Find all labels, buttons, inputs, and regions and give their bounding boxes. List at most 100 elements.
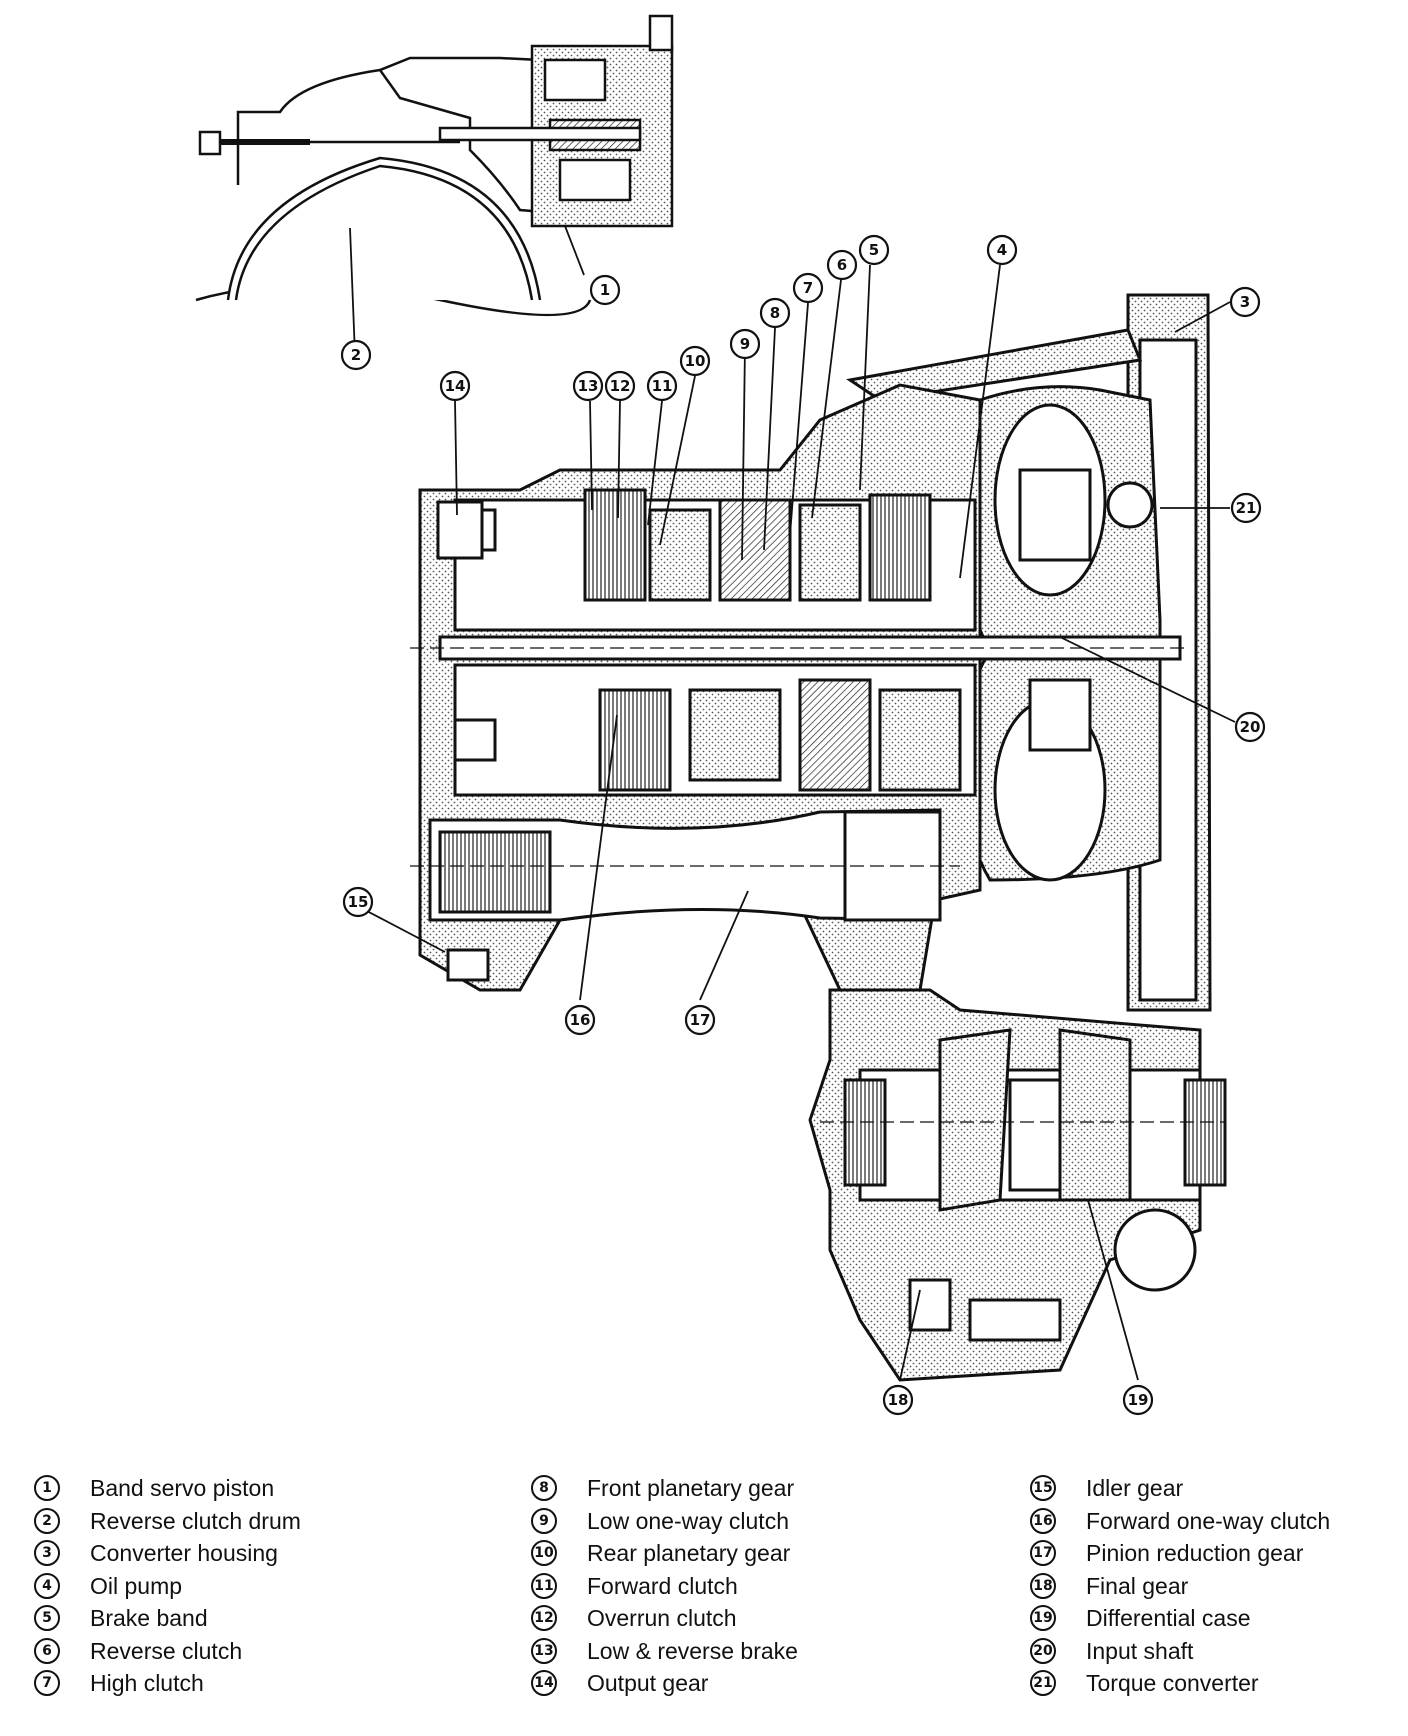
callout-number: 2 [351, 346, 361, 364]
callout-circle [342, 886, 374, 918]
callout-circle [858, 234, 890, 266]
callout-circle [1234, 711, 1266, 743]
legend-item: 21 Torque converter [1030, 1667, 1330, 1700]
callout-circle [792, 272, 824, 304]
legend-label: Torque converter [1086, 1670, 1259, 1696]
callout-number: 4 [997, 241, 1007, 259]
callout-circle [572, 370, 604, 402]
callout-11: 11 [646, 370, 678, 402]
legend-number-badge: 3 [34, 1540, 60, 1567]
legend-number-badge: 6 [34, 1637, 60, 1664]
legend-label: Oil pump [90, 1572, 183, 1599]
callout-number: 15 [348, 893, 369, 911]
legend-number-badge: 21 [1030, 1670, 1056, 1697]
legend-label: Idler gear [1086, 1475, 1184, 1501]
legend-label: Pinion reduction gear [1086, 1540, 1304, 1566]
callout-circle [684, 1004, 716, 1036]
legend-number-badge: 2 [34, 1507, 60, 1534]
callout-4: 4 [986, 234, 1018, 266]
callout-10: 10 [679, 345, 711, 377]
legend-number-badge: 12 [531, 1605, 557, 1632]
legend-item: 14 Output gear [531, 1667, 798, 1700]
legend-number-badge: 13 [531, 1637, 557, 1664]
legend-label: Input shaft [1086, 1637, 1194, 1664]
legend-label: High clutch [90, 1670, 204, 1696]
legend-label: Low one-way clutch [587, 1507, 789, 1534]
callout-8: 8 [759, 297, 791, 329]
callout-circle [826, 249, 858, 281]
legend-number-badge: 20 [1030, 1637, 1056, 1664]
legend-item: 1 Band servo piston [34, 1472, 301, 1505]
callout-circle [1229, 286, 1261, 318]
callout-12: 12 [604, 370, 636, 402]
callout-number: 6 [837, 256, 847, 274]
legend-number-badge: 5 [34, 1605, 60, 1632]
legend-label: Forward clutch [587, 1572, 738, 1599]
callout-number: 14 [445, 377, 466, 395]
legend-label: Output gear [587, 1670, 709, 1696]
legend-number-badge: 11 [531, 1572, 557, 1599]
callout-circle [1230, 492, 1262, 524]
legend-item: 9 Low one-way clutch [531, 1505, 798, 1538]
callout-9: 9 [729, 328, 761, 360]
legend-number-badge: 16 [1030, 1507, 1056, 1534]
callout-20: 20 [1234, 711, 1266, 743]
callout-number: 12 [610, 377, 631, 395]
legend-label: Low & reverse brake [587, 1637, 798, 1664]
legend-item: 17 Pinion reduction gear [1030, 1537, 1330, 1570]
callout-number: 9 [740, 335, 750, 353]
callout-number: 8 [770, 304, 780, 322]
legend-number-badge: 10 [531, 1540, 557, 1567]
callout-15: 15 [342, 886, 374, 918]
callout-circle [882, 1384, 914, 1416]
legend-number-badge: 4 [34, 1572, 60, 1599]
callout-14: 14 [439, 370, 471, 402]
legend-number-badge: 7 [34, 1670, 60, 1697]
callout-13: 13 [572, 370, 604, 402]
callout-18: 18 [882, 1384, 914, 1416]
legend-number-badge: 14 [531, 1670, 557, 1697]
legend-label: Converter housing [90, 1540, 278, 1566]
callout-circle [589, 274, 621, 306]
callout-16: 16 [564, 1004, 596, 1036]
legend-label: Differential case [1086, 1605, 1251, 1631]
callout-6: 6 [826, 249, 858, 281]
legend-item: 2 Reverse clutch drum [34, 1505, 301, 1538]
legend-item: 10 Rear planetary gear [531, 1537, 798, 1570]
legend-item: 3 Converter housing [34, 1537, 301, 1570]
callout-number: 11 [652, 377, 673, 395]
callout-17: 17 [684, 1004, 716, 1036]
legend-item: 16 Forward one-way clutch [1030, 1505, 1330, 1538]
legend-label: Reverse clutch drum [90, 1507, 301, 1534]
callout-7: 7 [792, 272, 824, 304]
callout-19: 19 [1122, 1384, 1154, 1416]
legend-label: Final gear [1086, 1572, 1189, 1599]
legend-item: 19 Differential case [1030, 1602, 1330, 1635]
legend-item: 12 Overrun clutch [531, 1602, 798, 1635]
legend-label: Rear planetary gear [587, 1540, 791, 1566]
callout-number: 18 [888, 1391, 909, 1409]
legend-number-badge: 1 [34, 1475, 60, 1502]
legend-number-badge: 17 [1030, 1540, 1056, 1567]
legend-number-badge: 19 [1030, 1605, 1056, 1632]
callout-circle [1122, 1384, 1154, 1416]
callout-circle [759, 297, 791, 329]
callout-5: 5 [858, 234, 890, 266]
legend-item: 11 Forward clutch [531, 1570, 798, 1603]
callout-number: 7 [803, 279, 813, 297]
legend-item: 20 Input shaft [1030, 1635, 1330, 1668]
legend-label: Forward one-way clutch [1086, 1507, 1331, 1534]
callout-number: 16 [570, 1011, 591, 1029]
legend-label: Front planetary gear [587, 1475, 795, 1501]
legend-label: Band servo piston [90, 1475, 275, 1501]
callout-number: 10 [685, 352, 706, 370]
legend-number-badge: 9 [531, 1507, 557, 1534]
legend-label: Reverse clutch [90, 1637, 243, 1664]
legend-label: Overrun clutch [587, 1605, 737, 1631]
legend-item: 7 High clutch [34, 1667, 301, 1700]
